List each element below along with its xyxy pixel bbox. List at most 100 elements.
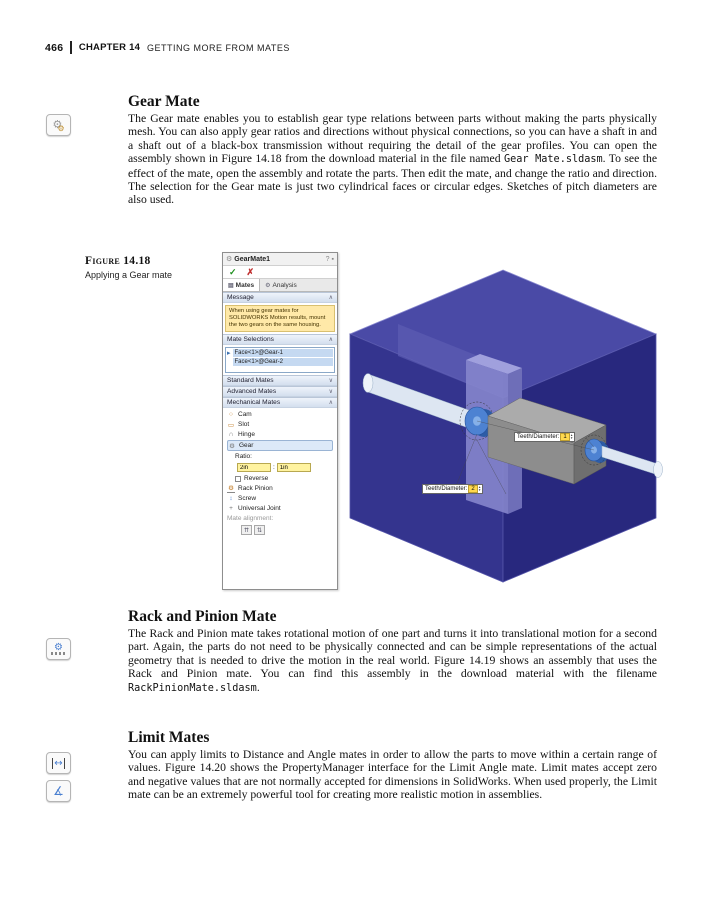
chevron-down-icon: ∨: [328, 389, 333, 395]
mate-selections-header[interactable]: Mate Selections ∧: [223, 334, 337, 345]
mate-alignment-row: Mate alignment:: [227, 514, 333, 523]
panel-confirm-row: ✓ ✗: [223, 266, 337, 279]
section-label: Mate Selections: [227, 336, 274, 343]
selection-item[interactable]: Face<1>@Gear-1: [232, 349, 333, 358]
tab-mates[interactable]: ▤ Mates: [223, 279, 261, 291]
filename-code: RackPinionMate.sldasm: [128, 682, 257, 694]
section-title-limit-mates: Limit Mates: [128, 729, 210, 746]
assembly-scene: [348, 269, 663, 583]
gear-mate-paragraph: The Gear mate enables you to establish g…: [128, 112, 657, 207]
message-section-header[interactable]: Message ∧: [223, 292, 337, 303]
mate-type-label: Universal Joint: [238, 505, 281, 512]
mate-alignment-label: Mate alignment:: [227, 515, 274, 522]
mate-type-universal-joint[interactable]: + Universal Joint: [227, 504, 333, 513]
panel-gear-icon: ⚙: [226, 256, 233, 263]
spin-up-icon[interactable]: ▴: [478, 484, 481, 489]
chapter-title: GETTING MORE FROM MATES: [147, 42, 290, 53]
ratio-label: Ratio:: [235, 453, 252, 460]
mate-type-cam[interactable]: ○ Cam: [227, 410, 333, 419]
header-divider: [70, 41, 72, 54]
body-text: . To see the effect of the mate, open th…: [128, 152, 658, 207]
ratio-value-1-input[interactable]: [237, 463, 271, 472]
help-icon[interactable]: ?: [325, 255, 330, 263]
ratio-separator: :: [273, 464, 275, 471]
teeth-diameter-value[interactable]: 1: [560, 433, 570, 441]
gear-icon: ⚙: [57, 123, 65, 133]
page-number: 466: [45, 41, 64, 54]
hinge-icon: ∩: [228, 431, 234, 438]
ratio-value-2-input[interactable]: [276, 463, 311, 472]
mate-type-label: Gear: [239, 442, 254, 449]
mate-type-gear[interactable]: ⚙ Gear: [227, 440, 333, 451]
panel-titlebar: ⚙ GearMate1 ? ▪: [223, 253, 337, 266]
figure-label: Figure 14.18: [85, 255, 151, 267]
section-label: Message: [227, 294, 254, 301]
section-title-rack-pinion: Rack and Pinion Mate: [128, 608, 277, 625]
section-label: Mechanical Mates: [227, 399, 281, 406]
slot-icon: ▭: [227, 421, 235, 429]
mate-type-label: Cam: [238, 411, 252, 418]
pin-icon[interactable]: ▪: [331, 255, 334, 263]
section-label: Standard Mates: [227, 377, 274, 384]
screw-icon: ↕: [229, 495, 233, 502]
mate-type-label: Slot: [238, 421, 250, 428]
mechanical-mates-header[interactable]: Mechanical Mates ∧: [223, 397, 337, 408]
standard-mates-header[interactable]: Standard Mates ∨: [223, 375, 337, 386]
tab-label: Mates: [235, 281, 255, 289]
mate-selections-box[interactable]: ▸ Face<1>@Gear-1 Face<1>@Gear-2: [225, 347, 335, 373]
mate-alignment-buttons: ⇈ ⇅: [241, 525, 333, 535]
advanced-mates-header[interactable]: Advanced Mates ∨: [223, 386, 337, 397]
propertymanager-panel: ⚙ GearMate1 ? ▪ ✓ ✗ ▤ Mates ⚙ Analysis M…: [222, 252, 338, 590]
body-text: .: [256, 680, 260, 694]
spinner-icon[interactable]: ▴▾: [570, 432, 573, 440]
teeth-diameter-value[interactable]: 2: [468, 485, 478, 493]
anti-aligned-button[interactable]: ⇅: [254, 525, 265, 535]
panel-title: GearMate1: [234, 255, 271, 263]
limit-distance-icon: ↔: [52, 757, 65, 769]
gear-icon: ⚙: [52, 117, 63, 131]
ratio-inputs: :: [237, 463, 333, 472]
gear-mate-margin-icon: ⚙⚙: [46, 114, 71, 136]
selection-icon: ▸: [227, 350, 231, 357]
reverse-checkbox[interactable]: [235, 475, 241, 482]
mate-type-screw[interactable]: ↕ Screw: [227, 494, 333, 503]
assembly-3d-view: Teeth/Diameter: 1 ▴▾ Teeth/Diameter: 2 ▴…: [338, 262, 664, 588]
mate-type-rack-pinion[interactable]: ⚙ Rack Pinion: [227, 484, 333, 493]
limit-angle-margin-icon: ∡: [46, 780, 71, 802]
housing-box: [348, 269, 658, 583]
spin-down-icon[interactable]: ▾: [570, 436, 573, 440]
body-text: The Gear mate enables you to establish g…: [128, 112, 657, 166]
callout-label: Teeth/Diameter:: [517, 434, 560, 440]
selection-item[interactable]: Face<1>@Gear-2: [232, 358, 333, 367]
gear-icon: ⚙: [229, 442, 235, 450]
chapter-label: CHAPTER 14: [78, 42, 141, 53]
spin-down-icon[interactable]: ▾: [478, 488, 481, 492]
cancel-button[interactable]: ✗: [246, 266, 255, 277]
ok-button[interactable]: ✓: [229, 266, 237, 277]
mates-tab-icon: ▤: [228, 282, 234, 289]
section-title-gear-mate: Gear Mate: [128, 93, 200, 110]
spinner-icon[interactable]: ▴▾: [478, 484, 481, 492]
aligned-button[interactable]: ⇈: [241, 525, 252, 535]
mate-type-slot[interactable]: ▭ Slot: [227, 420, 333, 429]
filename-code: Gear Mate.sldasm: [503, 154, 603, 166]
panel-tabs: ▤ Mates ⚙ Analysis: [223, 279, 337, 292]
rack-pinion-icon: ⚙: [227, 485, 235, 493]
message-box: When using gear mates for SOLIDWORKS Mot…: [225, 305, 335, 332]
mate-type-hinge[interactable]: ∩ Hinge: [227, 430, 333, 439]
rack-base-icon: [51, 652, 66, 655]
chevron-up-icon: ∧: [328, 400, 333, 406]
shaft-right: [601, 445, 663, 478]
ratio-label-row: Ratio:: [235, 452, 333, 461]
reverse-row[interactable]: Reverse: [233, 474, 333, 483]
limit-angle-icon: ∡: [53, 784, 64, 798]
teeth-diameter-callout-1: Teeth/Diameter: 1 ▴▾: [514, 432, 576, 442]
reverse-label: Reverse: [244, 475, 269, 482]
cam-icon: ○: [229, 411, 233, 418]
spin-up-icon[interactable]: ▴: [570, 432, 573, 437]
tab-analysis[interactable]: ⚙ Analysis: [260, 279, 302, 291]
double-gear-icon: ⚙⚙: [52, 118, 64, 133]
mechanical-mates-list: ○ Cam ▭ Slot ∩ Hinge ⚙ Gear Ratio: :: [223, 408, 337, 589]
chevron-up-icon: ∧: [328, 295, 333, 301]
mate-type-label: Rack Pinion: [238, 485, 273, 492]
